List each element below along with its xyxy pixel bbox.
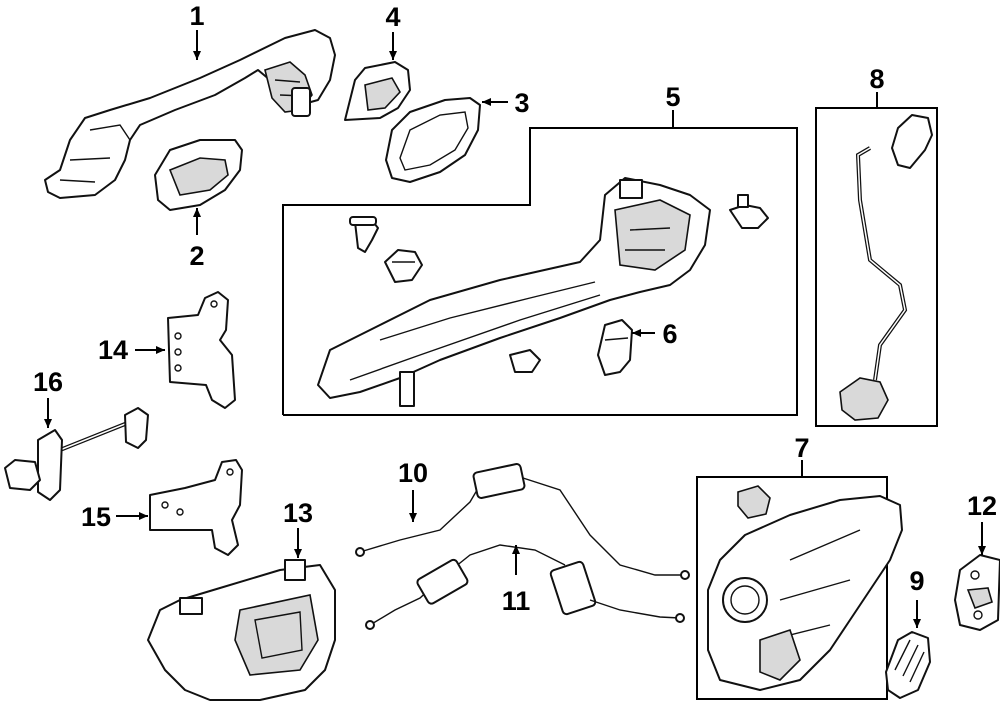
callout-14: 14 [98, 335, 165, 365]
callout-13: 13 [283, 498, 313, 558]
part-2-handle-base[interactable] [154, 139, 243, 211]
part-4-cover[interactable] [344, 61, 411, 121]
callout-9: 9 [909, 566, 925, 628]
callout-label-5: 5 [665, 82, 680, 112]
callout-label-3: 3 [514, 88, 529, 118]
part-3-gasket[interactable] [385, 97, 481, 183]
callout-10: 10 [398, 458, 428, 522]
callout-3: 3 [482, 88, 530, 118]
part-9-bumper[interactable] [885, 631, 931, 699]
nut-icon [384, 249, 423, 283]
part-6-bracket[interactable] [597, 319, 633, 376]
callout-label-9: 9 [909, 566, 924, 596]
part-15-lower-hinge[interactable] [149, 459, 243, 556]
fastener-icon [509, 349, 541, 373]
callout-16: 16 [33, 367, 63, 428]
callout-label-12: 12 [967, 491, 997, 521]
callout-5: 5 [665, 82, 681, 128]
callout-label-11: 11 [502, 586, 531, 616]
callout-12: 12 [967, 491, 997, 555]
part-11-cable[interactable] [365, 544, 685, 630]
callout-label-8: 8 [869, 64, 884, 94]
part-8-rod[interactable] [839, 114, 933, 421]
callout-7: 7 [794, 433, 810, 477]
callout-label-2: 2 [189, 241, 204, 271]
callout-2: 2 [189, 208, 205, 271]
box-5-frame [282, 127, 798, 416]
callout-11: 11 [502, 545, 531, 616]
callout-label-7: 7 [794, 433, 809, 463]
callout-1: 1 [189, 1, 205, 60]
part-1-outer-handle[interactable] [44, 29, 336, 199]
callout-label-1: 1 [189, 1, 204, 31]
screw-icon [729, 194, 769, 229]
box-7-frame [696, 476, 888, 700]
callout-6: 6 [632, 319, 678, 349]
callout-label-14: 14 [98, 335, 128, 365]
callout-label-4: 4 [385, 2, 400, 32]
callout-label-13: 13 [283, 498, 313, 528]
part-5-handle-bracket[interactable] [317, 177, 711, 407]
callout-15: 15 [81, 502, 148, 532]
callout-label-10: 10 [398, 458, 428, 488]
callout-8: 8 [869, 64, 885, 108]
callout-label-15: 15 [81, 502, 111, 532]
part-16-door-check[interactable] [4, 407, 149, 501]
callout-4: 4 [385, 2, 401, 60]
callout-label-16: 16 [33, 367, 63, 397]
part-7-latch-actuator[interactable] [707, 485, 903, 691]
part-10-cable[interactable] [355, 463, 690, 580]
callout-label-6: 6 [662, 319, 677, 349]
part-13-inside-handle[interactable] [147, 559, 336, 701]
part-12-striker[interactable] [954, 554, 1000, 631]
bolt-icon [349, 216, 379, 253]
part-14-upper-hinge[interactable] [167, 291, 236, 409]
